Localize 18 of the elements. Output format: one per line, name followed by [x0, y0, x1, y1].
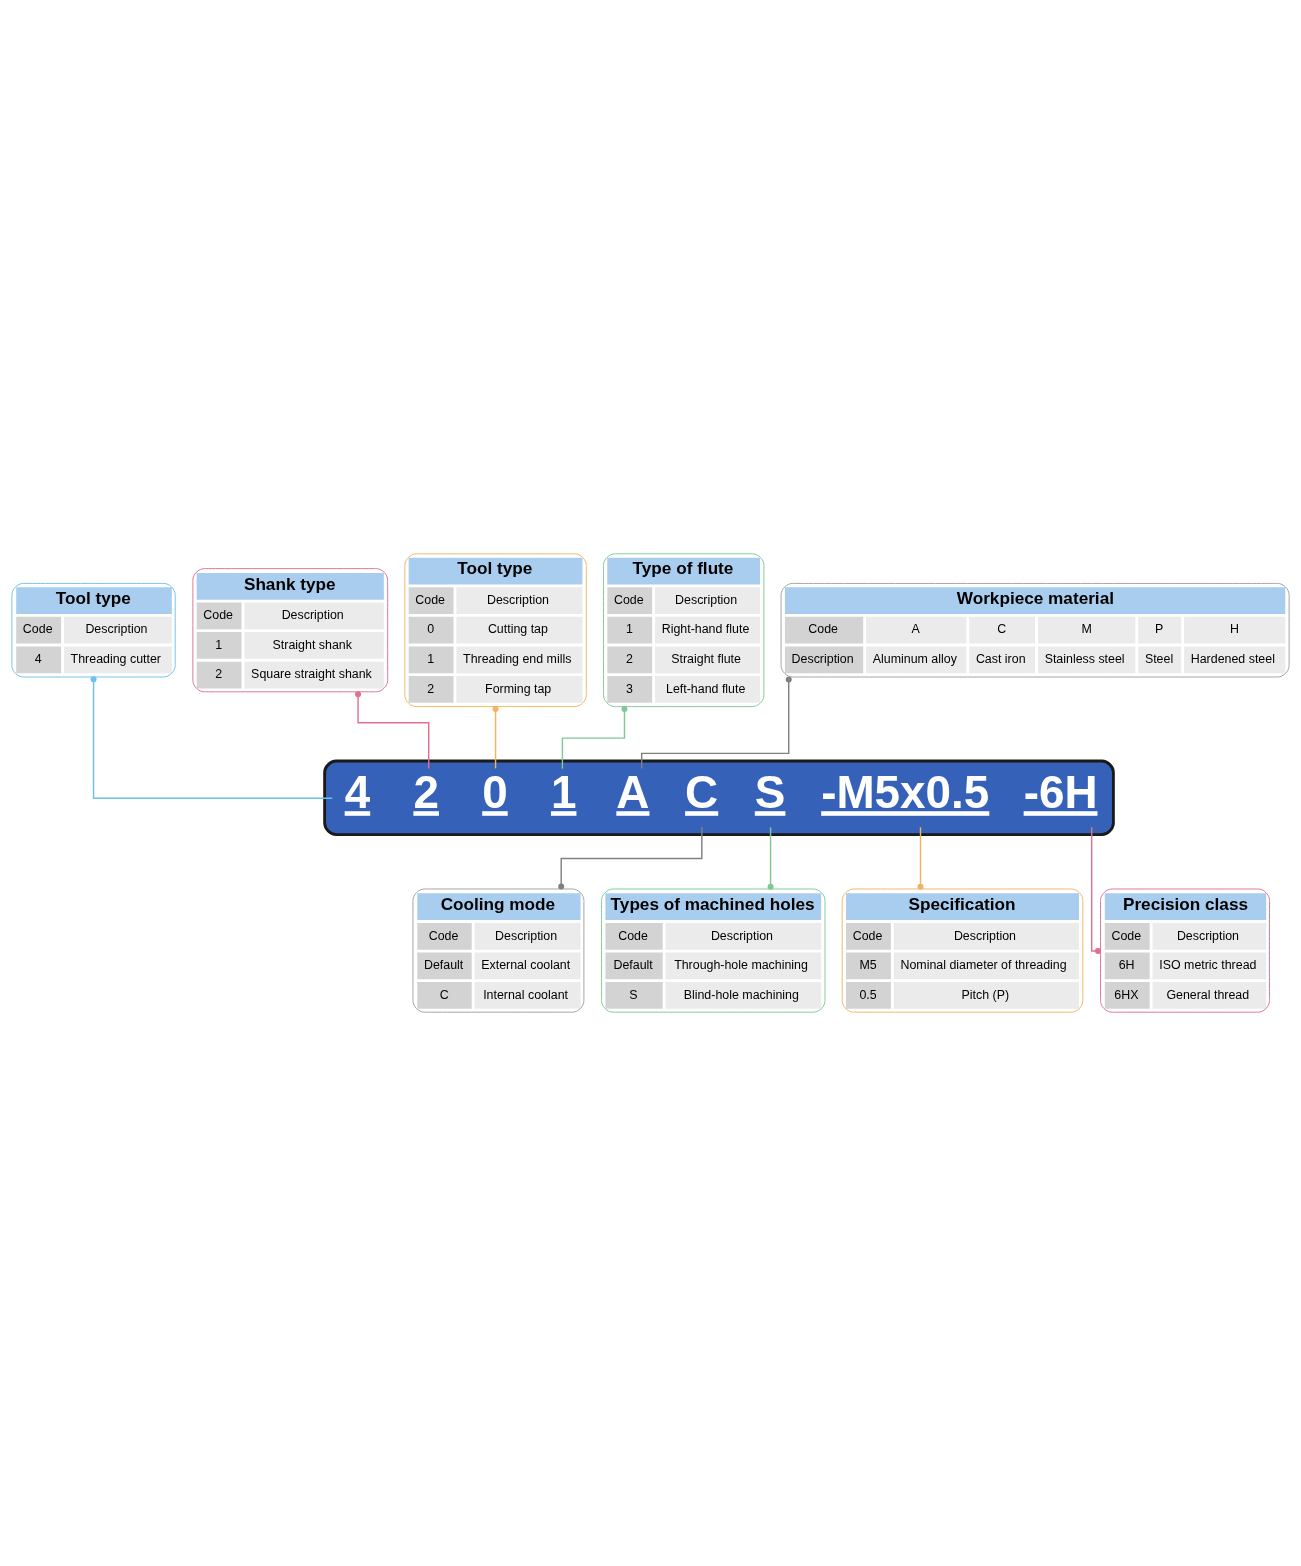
connector: [355, 691, 430, 770]
node-text: -6H: [1023, 767, 1098, 819]
connector: [558, 826, 703, 890]
node-text: 0: [482, 767, 508, 819]
connector: [917, 826, 924, 890]
connector: [767, 826, 774, 890]
node-text: 1: [550, 767, 577, 819]
connector: [1090, 826, 1101, 955]
connector: [492, 705, 499, 770]
connector: [561, 705, 628, 770]
cluster: [323, 759, 1115, 836]
node-text: -M5x0.5: [821, 767, 990, 819]
node-text: S: [754, 767, 786, 819]
node-text: A: [616, 767, 650, 819]
node-text: 2: [413, 767, 439, 819]
node-text: C: [685, 767, 719, 819]
node-text: 4: [344, 767, 371, 819]
connector: [90, 676, 333, 799]
